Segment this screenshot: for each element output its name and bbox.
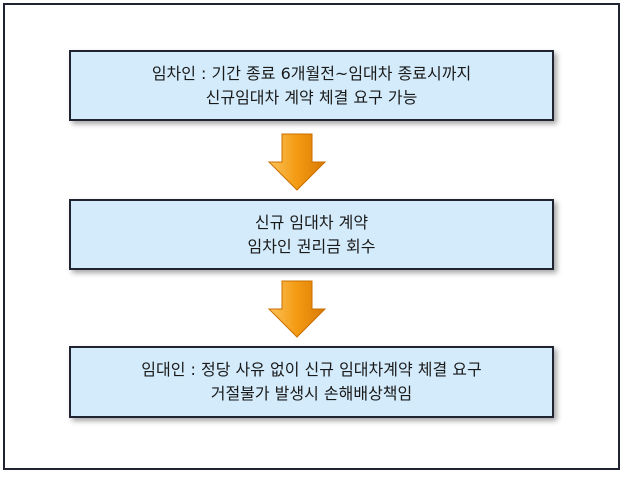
arrow-down-icon — [267, 133, 327, 191]
step-3-line-1: 임대인 : 정당 사유 없이 신규 임대차계약 체결 요구 — [141, 360, 482, 379]
step-box-1: 임차인 : 기간 종료 6개월전~임대차 종료시까지 신규임대차 계약 체결 요… — [69, 50, 554, 121]
arrow-down-icon — [267, 280, 327, 338]
step-1-line-1: 임차인 : 기간 종료 6개월전~임대차 종료시까지 — [151, 63, 472, 83]
step-box-3: 임대인 : 정당 사유 없이 신규 임대차계약 체결 요구 거절불가 발생시 손… — [69, 346, 554, 418]
step-box-2: 신규 임대차 계약 임차인 권리금 회수 — [69, 199, 554, 270]
step-1-line-2: 신규임대차 계약 체결 요구 가능 — [205, 87, 418, 107]
step-3-line-2: 거절불가 발생시 손해배상책임 — [210, 384, 413, 403]
step-2-line-2: 임차인 권리금 회수 — [247, 236, 376, 256]
step-2-line-1: 신규 임대차 계약 — [254, 212, 369, 232]
